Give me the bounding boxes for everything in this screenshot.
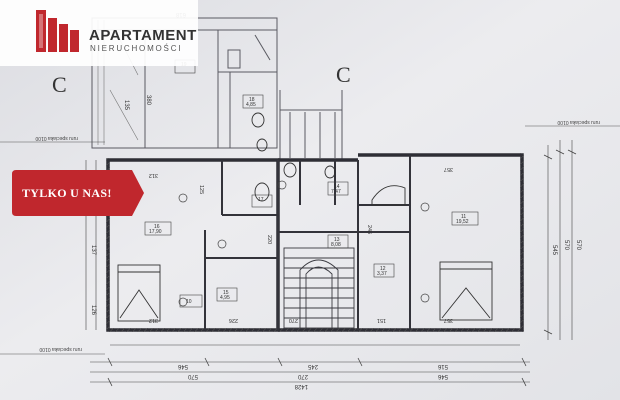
svg-text:C: C: [336, 62, 351, 87]
svg-text:357: 357: [444, 166, 453, 172]
svg-text:270: 270: [297, 373, 308, 379]
svg-text:17: 17: [258, 197, 264, 203]
bottom-dimensions: 1428 570 270 245 546 546 516: [177, 363, 448, 389]
svg-text:8,08: 8,08: [331, 242, 341, 248]
svg-text:12: 12: [380, 266, 386, 272]
right-dimensions: 545 570 570: [551, 240, 581, 256]
bath-fixtures: [251, 112, 406, 206]
bed-left: [117, 264, 161, 322]
svg-text:546: 546: [437, 373, 448, 379]
svg-text:570: 570: [575, 240, 581, 251]
svg-text:126: 126: [90, 305, 96, 316]
svg-text:245: 245: [366, 225, 372, 234]
svg-text:270: 270: [289, 317, 298, 323]
logo-subtitle: NIERUCHOMOŚCI: [90, 44, 183, 53]
svg-text:312: 312: [149, 317, 158, 323]
logo-building-icon: [36, 10, 79, 52]
svg-text:18: 18: [249, 97, 255, 103]
svg-text:4,95: 4,95: [220, 295, 230, 301]
bed-right: [439, 261, 493, 321]
side-note-left: ruru speciaka 0100: [35, 135, 78, 141]
svg-text:220: 220: [266, 235, 272, 244]
left-dimensions: 137 126 135 380: [90, 95, 151, 316]
svg-text:545: 545: [551, 245, 557, 256]
dimension-ticks: [107, 149, 577, 387]
svg-text:17,90: 17,90: [149, 229, 162, 235]
svg-text:19,52: 19,52: [456, 219, 469, 225]
svg-text:125: 125: [198, 185, 204, 194]
svg-text:14: 14: [334, 184, 340, 190]
svg-text:7,47: 7,47: [331, 189, 341, 195]
svg-text:15: 15: [223, 290, 229, 296]
inner-dimensions: 312 357 226 270 151 357 312 125 220 245: [149, 166, 453, 323]
svg-text:11: 11: [461, 214, 466, 220]
svg-text:226: 226: [229, 317, 238, 323]
svg-text:312: 312: [149, 172, 158, 178]
svg-text:245: 245: [307, 363, 318, 369]
svg-text:4,85: 4,85: [246, 102, 256, 108]
svg-text:570: 570: [187, 373, 198, 379]
svg-text:C: C: [52, 72, 67, 97]
svg-text:516: 516: [437, 363, 448, 369]
svg-text:546: 546: [177, 363, 188, 369]
svg-text:137: 137: [90, 245, 96, 256]
outer-wall-hatch-bottom: [108, 328, 522, 332]
side-note-left-bottom: ruru speciaka 0100: [39, 346, 82, 352]
outer-wall-hatch-left: [106, 158, 110, 332]
circle-markers: [178, 180, 430, 307]
svg-text:3,37: 3,37: [377, 271, 387, 277]
svg-text:380: 380: [145, 95, 151, 106]
inner-walls: [204, 155, 411, 330]
svg-text:357: 357: [444, 317, 453, 323]
svg-text:16: 16: [154, 224, 160, 230]
section-letters: C C: [52, 62, 351, 97]
logo-panel: APARTAMENT NIERUCHOMOŚCI: [0, 0, 198, 66]
outer-wall-hatch-right: [520, 153, 524, 332]
svg-text:1428: 1428: [294, 383, 308, 389]
svg-text:570: 570: [563, 240, 569, 251]
logo-brand: APARTAMENT: [89, 27, 197, 44]
svg-text:13: 13: [334, 237, 340, 243]
svg-text:151: 151: [377, 317, 386, 323]
badge-shape: [12, 170, 144, 216]
room-labels: 16 17,90 15 4,95 13 8,08 12 3,37 17 11 1…: [144, 59, 479, 308]
badge-text: TYLKO U NAS!: [22, 186, 112, 200]
svg-text:135: 135: [123, 100, 129, 111]
svg-text:10: 10: [186, 299, 192, 305]
staircase: [283, 247, 355, 329]
side-note-right: ruru speciaka 0100: [557, 119, 600, 125]
